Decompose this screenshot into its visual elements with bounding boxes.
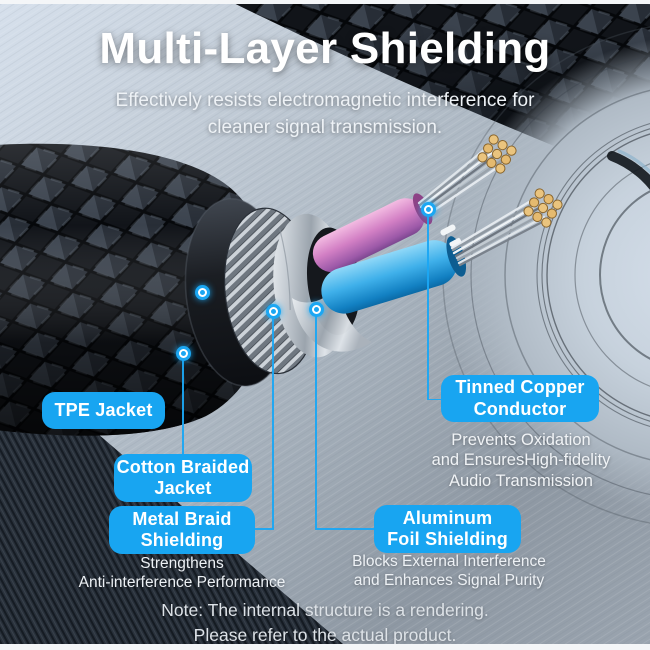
connector-line-aluminum-horizontal [316,528,376,530]
callout-cotton-braided-jacket: Cotton Braided Jacket [114,454,252,502]
dark-corner-swoosh [607,149,650,190]
page-subtitle: Effectively resists electromagnetic inte… [115,90,535,138]
connector-line-metal-horizontal [253,528,274,530]
marker-dot [178,348,188,358]
connector-line-tinned-horizontal [428,398,443,401]
description-aluminum-foil-shielding: Blocks External Interference and Enhance… [352,553,546,589]
connector-bits [440,224,462,247]
marker-dot [423,204,433,214]
footnote: Note: The internal structure is a render… [161,600,489,645]
bottom-frame-strip [0,644,650,650]
connector-line-aluminum-vertical [315,316,317,530]
blue-wire-strands [450,197,548,267]
marker-dot [268,306,278,316]
description-tinned-copper-conductor: Prevents Oxidation and EnsuresHigh-fidel… [431,431,611,490]
callout-aluminum-foil-shielding: Aluminum Foil Shielding [374,505,521,553]
marker-metal-braid-shielding [265,303,281,319]
callout-tpe-jacket: TPE Jacket [42,392,165,429]
marker-dot [311,304,321,314]
connector-line-tinned-vertical [427,216,429,400]
marker-cotton-braided-jacket [175,345,191,361]
marker-aluminum-foil-shielding [308,301,324,317]
connector-line-cotton [182,360,184,455]
top-frame-strip [0,0,650,4]
connector-line-metal-vertical [272,318,274,529]
callout-tinned-copper-conductor: Tinned Copper Conductor [441,375,599,422]
callout-metal-braid-shielding: Metal Braid Shielding [109,506,255,554]
page-title: Multi-Layer Shielding [99,24,551,73]
copper-conductor-tips-pink [477,134,517,174]
marker-tinned-copper-conductor [420,201,436,217]
marker-dot [197,287,207,297]
copper-conductor-tips-blue [523,188,563,228]
pink-wire-strands [417,143,506,217]
description-metal-braid-shielding: Strengthens Anti-interference Performanc… [78,555,286,591]
marker-tpe-jacket [194,284,210,300]
